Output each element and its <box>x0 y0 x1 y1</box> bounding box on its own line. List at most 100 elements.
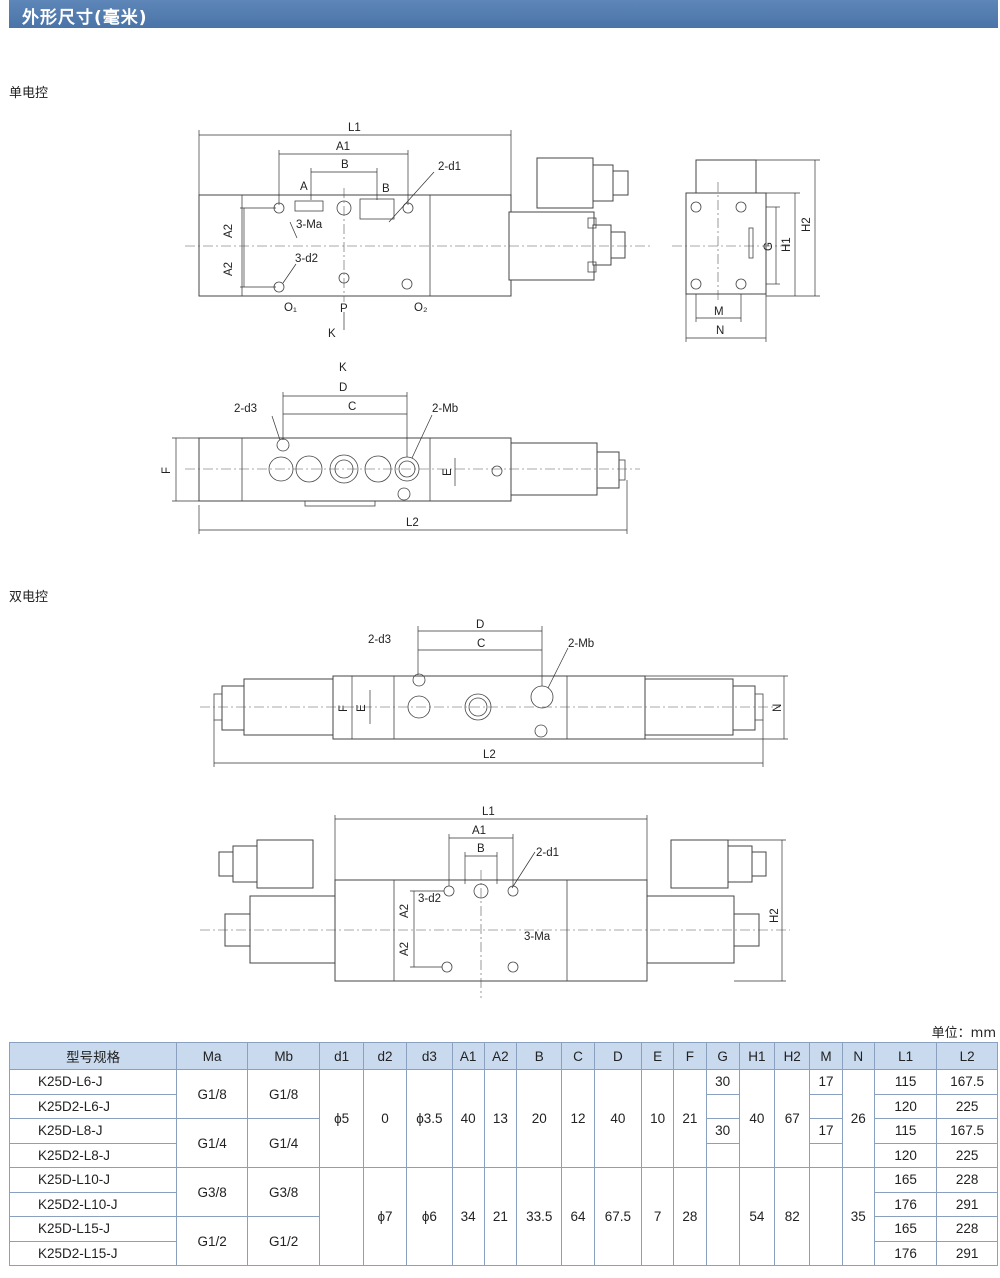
ma-cell: G3/8 <box>176 1167 248 1217</box>
l2-cell: 167.5 <box>936 1118 998 1144</box>
model-cell: K25D2-L8-J <box>8 1142 178 1168</box>
svg-text:3-d2: 3-d2 <box>295 253 318 265</box>
table-row: K25D2-L6-J 120 225 <box>8 1093 998 1119</box>
model-cell: K25D-L8-J <box>8 1118 178 1144</box>
mb-cell: G1/4 <box>246 1118 321 1168</box>
svg-text:3-Ma: 3-Ma <box>524 931 551 943</box>
svg-text:O₂: O₂ <box>414 302 427 314</box>
svg-text:3-Ma: 3-Ma <box>296 219 323 231</box>
double-bottom-view: D C 2-d3 2-Mb F E N L2 <box>200 619 788 767</box>
table-row: K25D-L15-J G1/2 G1/2 165 228 <box>8 1216 998 1266</box>
d-cell: 40 <box>593 1069 643 1168</box>
single-control-label: 单电控 <box>9 86 49 101</box>
column-header: E <box>641 1042 675 1070</box>
model-cell: K25D-L10-J <box>8 1167 178 1193</box>
model-cell: K25D2-L15-J <box>8 1240 178 1266</box>
double-control-label: 双电控 <box>9 590 49 605</box>
e-cell: 7 <box>641 1167 675 1266</box>
svg-text:E: E <box>356 704 368 712</box>
n-cell: 26 <box>841 1069 875 1168</box>
d2-cell: 0 <box>362 1069 408 1168</box>
m-cell <box>809 1167 843 1266</box>
svg-text:G: G <box>763 242 775 251</box>
svg-text:A2: A2 <box>223 262 235 276</box>
svg-text:A: A <box>300 181 308 193</box>
svg-text:A1: A1 <box>472 825 486 837</box>
mb-cell: G1/8 <box>246 1069 321 1119</box>
a1-cell: 34 <box>451 1167 485 1266</box>
svg-text:O₁: O₁ <box>284 302 297 314</box>
svg-text:2-d1: 2-d1 <box>438 161 461 173</box>
column-header: H1 <box>738 1042 776 1070</box>
single-top-view: L1 A1 B A B 2-d1 3-Ma 3-d2 A2 A2 O₁ P O₂… <box>185 122 650 340</box>
l1-cell: 120 <box>873 1142 938 1168</box>
m-cell: 17 <box>809 1118 843 1144</box>
g-cell: 30 <box>705 1069 740 1095</box>
column-header: G <box>705 1042 740 1070</box>
d1-cell <box>319 1167 364 1266</box>
svg-text:B: B <box>341 159 349 171</box>
svg-text:H2: H2 <box>801 217 813 232</box>
column-header: M <box>809 1042 843 1070</box>
svg-text:D: D <box>476 619 484 631</box>
model-cell: K25D-L15-J <box>8 1216 178 1242</box>
table-row: K25D2-L15-J 176 291 <box>8 1240 998 1266</box>
table-header-row: 型号规格 Ma Mb d1 d2 d3 A1 A2 B C D E F G H1… <box>8 1042 998 1070</box>
d3-cell: ϕ3.5 <box>406 1069 453 1168</box>
column-header: Ma <box>176 1042 248 1070</box>
ma-cell: G1/2 <box>176 1216 248 1266</box>
h2-cell: 82 <box>774 1167 811 1266</box>
model-cell: K25D2-L6-J <box>8 1093 178 1119</box>
l2-cell: 228 <box>936 1216 998 1242</box>
h1-cell: 54 <box>738 1167 776 1266</box>
a1-cell: 40 <box>451 1069 485 1168</box>
column-header: C <box>561 1042 595 1070</box>
svg-text:M: M <box>714 306 724 318</box>
column-header: A1 <box>451 1042 485 1070</box>
mb-cell: G3/8 <box>246 1167 321 1217</box>
l1-cell: 165 <box>873 1216 938 1242</box>
table-row: K25D2-L10-J 176 291 <box>8 1191 998 1217</box>
svg-text:L2: L2 <box>406 517 419 529</box>
column-header: N <box>841 1042 875 1070</box>
svg-text:3-d2: 3-d2 <box>418 893 441 905</box>
svg-text:2-d1: 2-d1 <box>536 847 559 859</box>
svg-text:F: F <box>338 705 350 712</box>
d3-cell: ϕ6 <box>406 1167 453 1266</box>
table-row: K25D-L6-J G1/8 G1/8 ϕ5 0 ϕ3.5 40 13 20 1… <box>8 1069 998 1168</box>
m-cell: 17 <box>809 1069 843 1095</box>
c-cell: 12 <box>561 1069 595 1168</box>
section-header-bar: 外形尺寸(毫米) <box>9 0 998 28</box>
b-cell: 33.5 <box>516 1167 563 1266</box>
e-cell: 10 <box>641 1069 675 1168</box>
a2-cell: 13 <box>483 1069 518 1168</box>
g-cell <box>705 1142 740 1168</box>
svg-text:K: K <box>328 328 336 340</box>
column-header: d1 <box>319 1042 364 1070</box>
svg-text:H1: H1 <box>781 237 793 252</box>
n-cell: 35 <box>841 1167 875 1266</box>
d1-cell: ϕ5 <box>319 1069 364 1168</box>
f-cell: 21 <box>673 1069 707 1168</box>
m-cell <box>809 1093 843 1119</box>
svg-text:K: K <box>339 362 347 374</box>
h2-cell: 67 <box>774 1069 811 1168</box>
svg-text:L2: L2 <box>483 749 496 761</box>
svg-text:A1: A1 <box>336 141 350 153</box>
svg-text:2-Mb: 2-Mb <box>432 403 458 415</box>
svg-text:P: P <box>340 303 348 315</box>
model-cell: K25D-L6-J <box>8 1069 178 1095</box>
svg-text:C: C <box>477 638 485 650</box>
l1-cell: 115 <box>873 1118 938 1144</box>
ma-cell: G1/4 <box>176 1118 248 1168</box>
l2-cell: 228 <box>936 1167 998 1193</box>
l1-cell: 165 <box>873 1167 938 1193</box>
svg-text:A2: A2 <box>399 942 411 956</box>
dimension-drawings: L1 A1 B A B 2-d1 3-Ma 3-d2 A2 A2 O₁ P O₂… <box>161 122 820 998</box>
column-header: L2 <box>936 1042 998 1070</box>
f-cell: 28 <box>673 1167 707 1266</box>
g-cell <box>705 1093 740 1119</box>
svg-text:L1: L1 <box>482 806 495 818</box>
svg-text:2-Mb: 2-Mb <box>568 638 594 650</box>
h1-cell: 40 <box>738 1069 776 1168</box>
